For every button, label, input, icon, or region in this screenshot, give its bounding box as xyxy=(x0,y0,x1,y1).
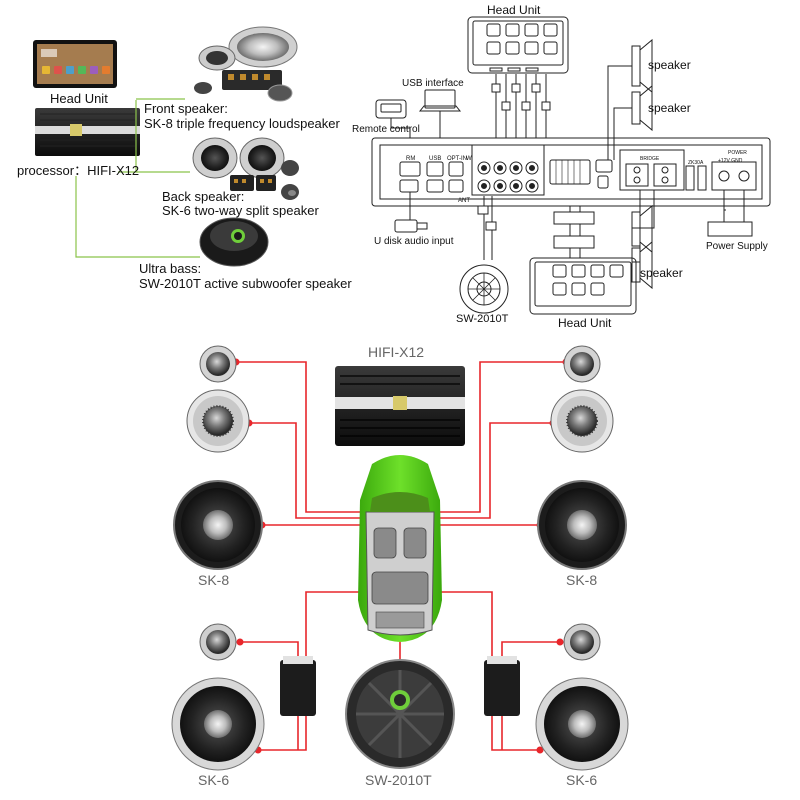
port-ant-label: ANT xyxy=(458,198,470,204)
car-layout xyxy=(171,345,629,771)
front-speaker-set-image xyxy=(194,26,298,102)
u-disk-label: U disk audio input xyxy=(374,236,454,247)
sk6-left-label: SK-6 xyxy=(198,772,230,788)
port-usb-label: USB xyxy=(429,156,442,162)
sub-label: SW-2010T xyxy=(365,772,432,788)
rear-left-crossover-image xyxy=(280,656,316,716)
ultra-bass-subwoofer-image xyxy=(199,217,269,267)
processor-label: processor：HIFI-X12 xyxy=(17,163,140,178)
amp-label: HIFI-X12 xyxy=(368,344,425,360)
wiring-head-unit-top-label: Head Unit xyxy=(487,3,541,17)
head-unit-bottom-device xyxy=(529,206,637,315)
port-opt-label: OPT-IN xyxy=(447,156,468,162)
front-left-woofer-image xyxy=(173,480,263,570)
processor-hifi-x12-device xyxy=(35,108,140,156)
rear-left-woofer-image xyxy=(171,677,265,771)
speaker-connections xyxy=(607,38,655,290)
sk6-right-label: SK-6 xyxy=(566,772,598,788)
ultra-bass-title: Ultra bass: xyxy=(139,261,202,276)
ultra-bass-desc: SW-2010T active subwoofer speaker xyxy=(139,276,352,291)
port-bridge-label: BRIDGE xyxy=(640,156,660,162)
speaker-label-3: speaker xyxy=(640,266,683,280)
port-power-label: POWER xyxy=(728,150,747,156)
front-right-midrange-image xyxy=(550,389,614,453)
wiring-diagram xyxy=(371,16,771,315)
wiring-subwoofer-label: SW-2010T xyxy=(456,313,509,325)
port-pm-label: +12V GND xyxy=(718,158,743,164)
sk8-left-label: SK-8 xyxy=(198,572,230,588)
front-speaker-desc: SK-8 triple frequency loudspeaker xyxy=(144,116,340,131)
port-rm-label: RM xyxy=(406,156,416,162)
usb-disk-icon xyxy=(394,192,428,233)
sw-2010t-subwoofer-image xyxy=(345,659,455,769)
remote-control-label: Remote control xyxy=(352,124,420,135)
back-speaker-set-image xyxy=(192,137,299,200)
rear-left-tweeter-image xyxy=(199,623,237,661)
front-speaker-title: Front speaker: xyxy=(144,101,228,116)
head-unit-top-device xyxy=(467,16,569,74)
front-right-woofer-image xyxy=(537,480,627,570)
power-supply-label: Power Supply xyxy=(706,241,768,252)
wiring-head-unit-bottom-label: Head Unit xyxy=(558,316,612,330)
rear-right-tweeter-image xyxy=(563,623,601,661)
front-left-tweeter-image xyxy=(199,345,237,383)
port-w-label: W xyxy=(466,156,472,162)
car-top-view-image xyxy=(358,455,442,642)
processor-body xyxy=(371,137,771,207)
laptop-icon xyxy=(418,89,462,140)
usb-interface-label: USB interface xyxy=(402,78,464,89)
back-speaker-desc: SK-6 two-way split speaker xyxy=(162,203,319,218)
back-speaker-title: Back speaker: xyxy=(162,189,245,204)
top-left-overview xyxy=(33,26,299,267)
speaker-label-1: speaker xyxy=(648,58,691,72)
port-zk-label: ZK30A xyxy=(688,160,704,166)
speaker-label-2: speaker xyxy=(648,101,691,115)
green-connector-lines xyxy=(75,98,200,258)
head-unit-device xyxy=(33,40,117,88)
subwoofer-line-icon xyxy=(459,196,509,314)
sk8-right-label: SK-8 xyxy=(566,572,598,588)
rear-right-woofer-image xyxy=(535,677,629,771)
rear-right-crossover-image xyxy=(484,656,520,716)
front-left-midrange-image xyxy=(186,389,250,453)
power-supply-icon xyxy=(707,190,753,237)
front-right-tweeter-image xyxy=(563,345,601,383)
hifi-x12-amplifier-image xyxy=(335,366,465,446)
head-unit-label: Head Unit xyxy=(50,91,108,106)
